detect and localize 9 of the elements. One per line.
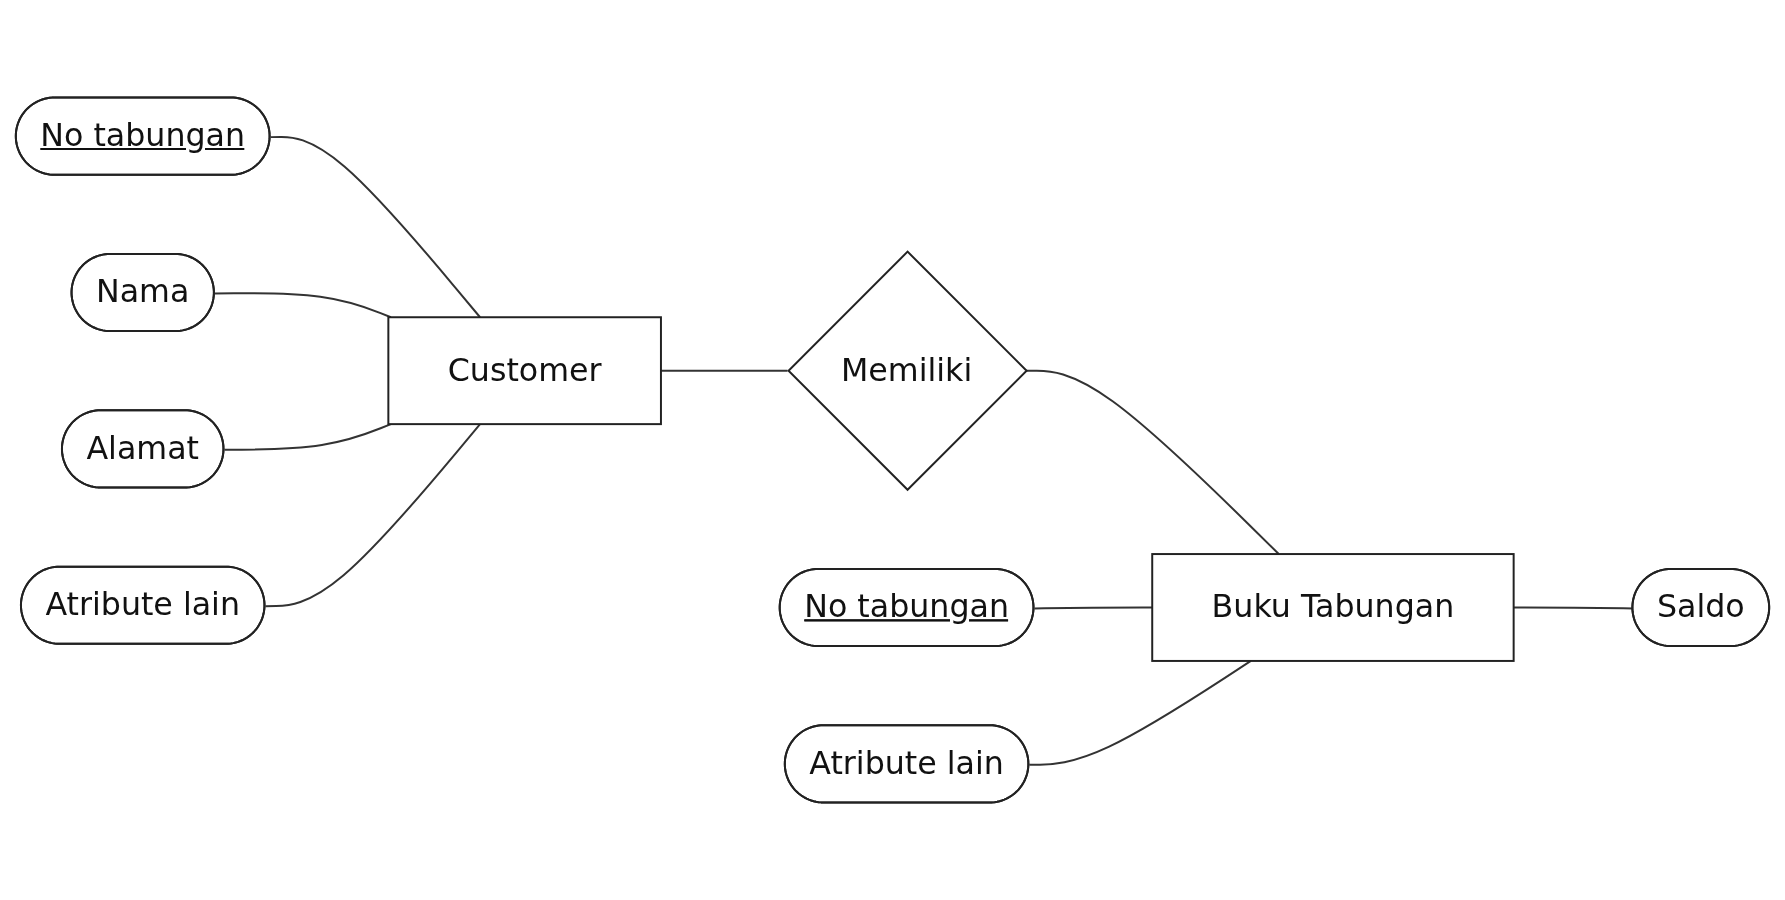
connector <box>1024 369 1280 556</box>
node-diamond: Memiliki <box>787 250 1029 492</box>
node-box: Buku Tabungan <box>1151 553 1515 662</box>
connector <box>223 423 392 451</box>
node-box: Customer <box>387 316 662 426</box>
connector <box>213 292 392 319</box>
connector <box>264 423 482 608</box>
connector <box>1028 659 1252 766</box>
connector <box>269 135 482 319</box>
